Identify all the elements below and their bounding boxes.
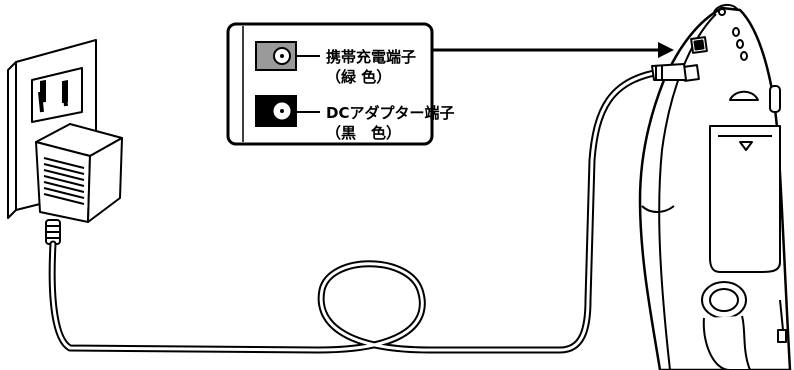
- charger-device-icon: [638, 4, 792, 370]
- black-port-color: （黒 色）: [326, 124, 401, 142]
- pointer-arrow: [432, 42, 674, 58]
- cable: [48, 68, 664, 354]
- green-port-name: 携帯充電端子: [326, 48, 416, 66]
- ac-adapter-icon: [35, 123, 123, 245]
- green-port-swatch: [255, 41, 297, 71]
- green-port-color: （緑 色）: [326, 68, 391, 86]
- black-port-swatch: [255, 95, 297, 127]
- callout-box: 携帯充電端子 （緑 色） DCアダプター端子 （黒 色）: [226, 22, 454, 146]
- black-port-name: DCアダプター端子: [326, 104, 454, 122]
